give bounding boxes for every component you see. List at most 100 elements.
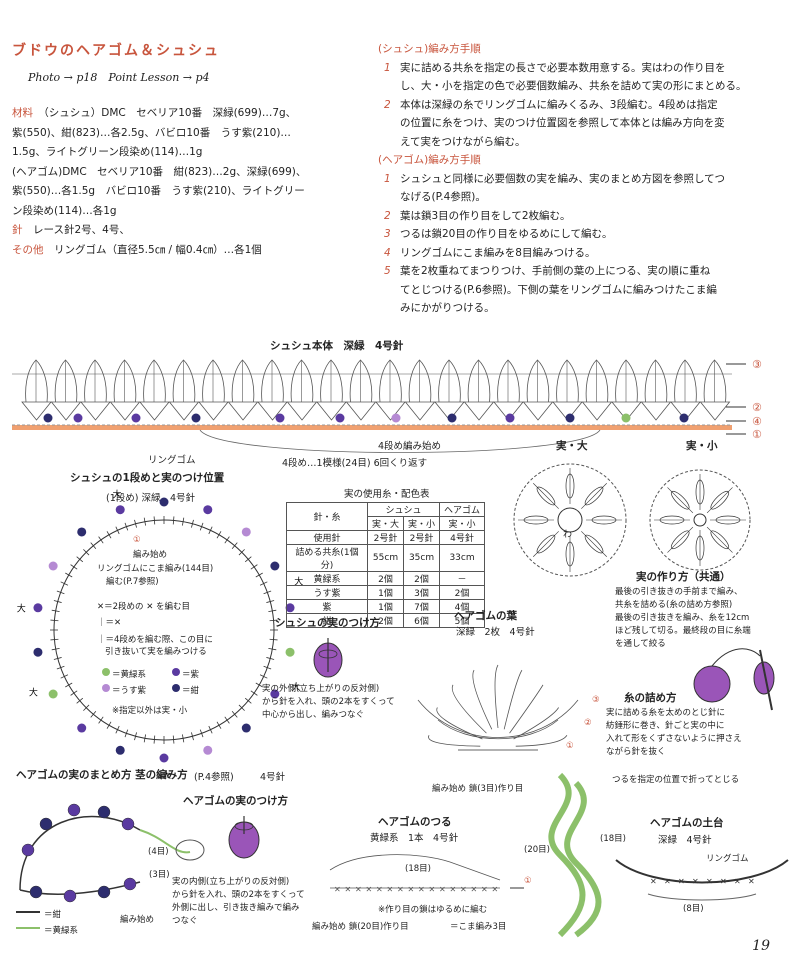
usage-cell: 使用針 — [286, 530, 368, 545]
fruit-outline — [513, 463, 627, 577]
green-stem — [139, 829, 191, 854]
stitch-triangle — [257, 401, 288, 421]
stitch-arc — [172, 359, 196, 403]
other-label: その他 — [12, 243, 44, 256]
text-line: 最後の引き抜きの手前まで編み、 — [615, 587, 743, 597]
stitch-triangle — [139, 401, 170, 421]
step-number: 1 — [384, 61, 391, 74]
tick — [268, 609, 277, 612]
fruit-dot — [73, 413, 83, 423]
usage-cell: 7個 — [403, 599, 441, 614]
fruit-dot — [241, 723, 251, 733]
start-number: ① — [133, 535, 141, 545]
petal — [584, 534, 604, 554]
tick — [259, 581, 268, 586]
stitch-arc — [467, 359, 491, 403]
usage-cell: うす紫 — [286, 585, 368, 600]
row-number: ① — [752, 428, 762, 441]
tick — [172, 735, 175, 744]
tick — [216, 531, 222, 539]
base-ring: リングゴム — [706, 854, 749, 864]
stitch-arc — [54, 359, 78, 403]
chou-attach-text: 実の外側(立ち上がりの反対側)から針を入れ、頭の2本をすくって中心から出し、編み… — [262, 683, 395, 722]
stitch-arc — [202, 359, 225, 403]
tick — [238, 549, 245, 556]
fruit-dot — [391, 413, 401, 423]
fruit-center-ring — [557, 507, 583, 533]
tick — [51, 648, 60, 651]
stitch-x: ✕ — [492, 885, 499, 894]
fruit-dot — [43, 413, 53, 423]
tick — [134, 732, 137, 741]
tick — [268, 648, 277, 651]
material-line: (ヘアゴム)DMC セベリア10番 紺(823)…2g、深緑(699)、 — [12, 165, 307, 178]
usage-cell: 1個 — [366, 585, 405, 600]
vine-fold-illustration — [548, 772, 602, 938]
stem-line — [19, 815, 141, 895]
tick — [60, 581, 69, 586]
leaf-stitch — [451, 684, 487, 734]
tick — [250, 690, 258, 696]
text-line: から針を入れ、頭の2本をすくって — [172, 890, 305, 900]
tick — [182, 517, 185, 526]
tick — [51, 609, 60, 612]
text-line: ほど残して切る。最終段の目に糸端 — [615, 626, 751, 636]
step-line: の位置に糸をつけ、実のつけ位置図を参照して本体とは編み方向を変 — [400, 117, 725, 129]
fruit-diagrams — [513, 463, 751, 577]
text-line: 最後の引き抜きを編み、糸を12cm — [615, 613, 750, 623]
stitch-x: ✕ — [376, 885, 383, 894]
leaf-stitch — [436, 707, 483, 740]
stuffing-title: 糸の詰め方 — [624, 692, 677, 704]
materials-block: 材料 （シュシュ）DMC セベリア10番 深緑(699)…7g、 紫(550)、… — [12, 104, 362, 260]
tick — [224, 536, 230, 544]
base-c8: (8目) — [683, 904, 704, 914]
tick — [250, 564, 258, 570]
leaf-stitch — [515, 734, 568, 747]
usage-cell: 5個 — [439, 613, 486, 628]
page-title: ブドウのヘアゴム＆シュシュ — [12, 43, 220, 59]
stitch-x: ✕ — [720, 877, 727, 886]
fruit-dot — [77, 723, 87, 733]
usage-cell: 2号針 — [366, 530, 405, 545]
vine-note: ※作り目の鎖はゆるめに編む — [378, 905, 488, 915]
petal — [710, 530, 730, 550]
tick — [106, 721, 112, 729]
material-line: ン段染め(114)…各1g — [12, 204, 117, 217]
usage-cell: 2個 — [403, 571, 441, 586]
legend-dot — [172, 668, 180, 676]
step-line: 実に詰める共糸を指定の長さで必要本数用意する。実はわの作り目を — [400, 61, 726, 74]
fruit-bead — [63, 889, 77, 903]
stitch-arc — [674, 359, 697, 403]
fruit-center-ring — [693, 513, 707, 527]
tick — [255, 572, 263, 578]
spoke — [533, 531, 559, 557]
stitch-arc — [113, 359, 137, 403]
tick — [244, 556, 252, 563]
fruit-dot — [241, 527, 251, 537]
petal — [565, 473, 575, 499]
usage-cell: 紫 — [286, 599, 368, 614]
stem-loop — [175, 839, 205, 861]
fruit-how-text: 最後の引き抜きの手前まで編み、共糸を詰める(糸の詰め方参照)最後の引き抜きを編み… — [615, 586, 751, 651]
tick — [153, 516, 156, 525]
text-line: 中心から出し、編みつなぐ — [262, 710, 365, 720]
usage-cell: 2個 — [366, 571, 405, 586]
leaf-stitch — [503, 669, 523, 730]
base-title: ヘアゴムの土台 — [650, 817, 724, 829]
fruit-dot — [77, 527, 87, 537]
tick — [83, 704, 90, 711]
usage-sub: 実・小 — [439, 516, 486, 531]
fruit-dot — [131, 413, 141, 423]
gather-needle: 4号針 — [260, 772, 286, 783]
stitch-arc — [143, 359, 166, 403]
spoke — [667, 526, 694, 553]
stitch-triangle — [168, 401, 200, 421]
fruit-bead — [29, 885, 43, 899]
tick — [124, 729, 129, 738]
spoke — [581, 483, 607, 509]
text-line: つなぐ — [172, 916, 198, 926]
